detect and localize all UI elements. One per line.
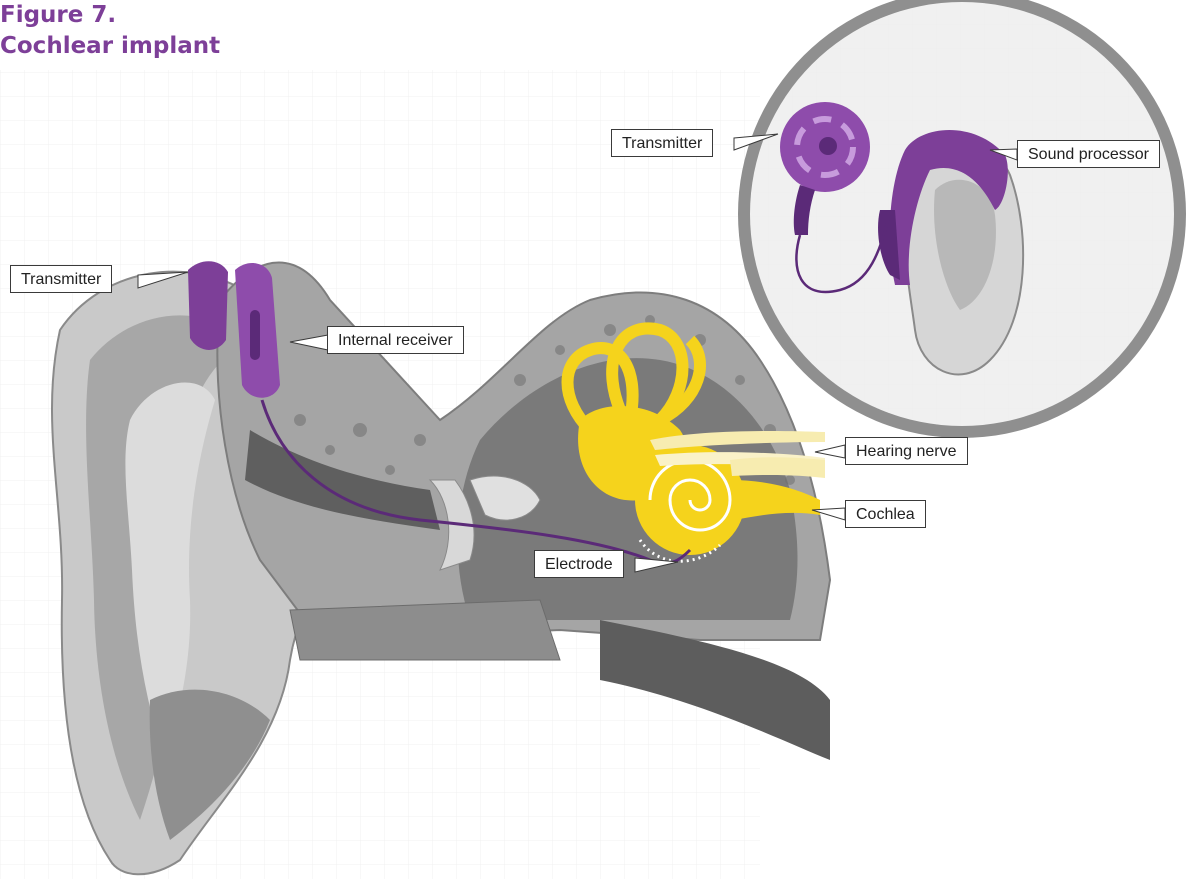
figure-title: Figure 7. Cochlear implant [0,0,220,62]
figure-number: Figure 7. [0,0,220,31]
label-cochlea: Cochlea [845,500,926,528]
label-electrode: Electrode [534,550,624,578]
transmitter-main-shape [188,261,228,350]
label-hearing-nerve: Hearing nerve [845,437,968,465]
label-transmitter-main: Transmitter [10,265,112,293]
label-internal-receiver: Internal receiver [327,326,464,354]
label-sound-processor: Sound processor [1017,140,1160,168]
inset-circle [738,0,1186,440]
figure-heading: Cochlear implant [0,31,220,62]
label-transmitter-inset: Transmitter [611,129,713,157]
